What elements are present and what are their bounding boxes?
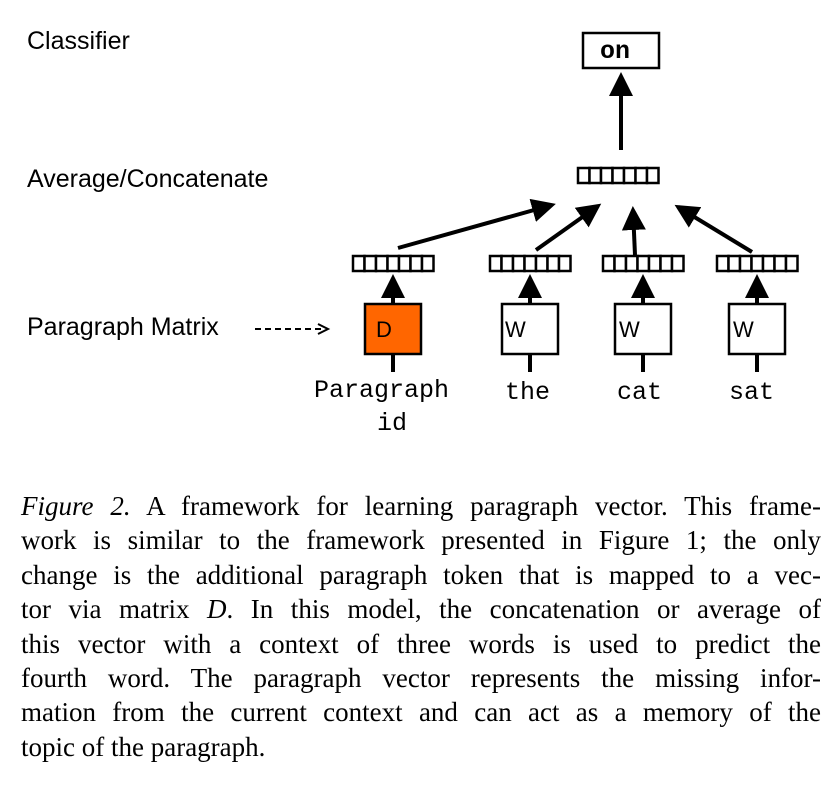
vector-cell <box>613 254 628 273</box>
input-word-sat: sat <box>729 378 775 407</box>
vector-cell <box>624 254 639 273</box>
paragraph-matrix-label: Paragraph Matrix <box>27 313 219 341</box>
output-box <box>581 31 661 70</box>
vector-cell <box>750 254 765 273</box>
word-column <box>488 254 572 372</box>
average-concatenate-label: Average/Concatenate <box>27 165 269 193</box>
paragraph-vector <box>351 254 435 273</box>
average-vector-cells <box>576 166 660 185</box>
paragraph-matrix-box <box>363 302 423 356</box>
paragraph-matrix-letter: D <box>376 317 392 342</box>
average-vector <box>576 166 660 185</box>
arrow-cat-to-average <box>621 206 646 256</box>
paragraph-column <box>351 254 435 372</box>
matrix-symbol: D <box>207 594 227 625</box>
caption-line: fourth word. The paragraph vector repres… <box>21 663 821 694</box>
vector-cell <box>738 254 753 273</box>
vector-cell <box>599 166 614 185</box>
word-column <box>601 254 685 372</box>
vector-cell <box>645 166 660 185</box>
input-word-cat: cat <box>617 378 663 407</box>
word-vector <box>488 254 572 273</box>
word-matrix-letter: W <box>505 317 526 342</box>
vector-cell <box>715 254 730 273</box>
vector-cell <box>500 254 515 273</box>
caption-line: . In this model, the concatenation or av… <box>226 594 821 625</box>
arrow-paragraph-to-average <box>397 198 556 250</box>
vector-cell <box>534 254 549 273</box>
arrow-sat-to-average <box>674 204 754 254</box>
vector-cell <box>576 166 591 185</box>
caption-line: work is similar to the framework present… <box>21 525 821 556</box>
vector-cell <box>636 254 651 273</box>
classifier-label: Classifier <box>27 27 130 55</box>
vector-cell <box>409 254 424 273</box>
vector-cell <box>601 254 616 273</box>
input-paragraph-id-line1: Paragraph <box>314 376 450 405</box>
vector-cell <box>670 254 685 273</box>
vector-cell <box>523 254 538 273</box>
word-column <box>715 254 799 372</box>
vector-cell <box>611 166 626 185</box>
vector-cell <box>773 254 788 273</box>
word-vector <box>601 254 685 273</box>
vector-cell <box>488 254 503 273</box>
vector-cell <box>784 254 799 273</box>
vector-cell <box>761 254 776 273</box>
vector-cell <box>727 254 742 273</box>
input-word-the: the <box>505 378 551 407</box>
vector-cell <box>351 254 366 273</box>
word-vector <box>715 254 799 273</box>
word-matrix-letter: W <box>733 317 754 342</box>
vector-cell <box>511 254 526 273</box>
vector-cell <box>546 254 561 273</box>
caption-line: change is the additional paragraph token… <box>21 559 821 590</box>
caption-line: topic of the paragraph. <box>21 731 266 762</box>
vector-cell <box>588 166 603 185</box>
vector-cell <box>420 254 435 273</box>
dashed-arrow-head <box>317 323 331 335</box>
caption-line: mation from the current context and can … <box>21 697 821 728</box>
vector-cell <box>386 254 401 273</box>
vector-cell <box>622 166 637 185</box>
vector-cell <box>363 254 378 273</box>
caption-line: tor via matrix <box>21 594 208 625</box>
vector-cell <box>634 166 649 185</box>
diagram-svg <box>255 31 799 372</box>
vector-cell <box>659 254 674 273</box>
output-word: on <box>600 37 631 66</box>
vector-cell <box>374 254 389 273</box>
vector-cell <box>397 254 412 273</box>
input-paragraph-id-line2: id <box>377 409 408 438</box>
word-matrix-letter: W <box>619 317 640 342</box>
caption-line: A framework for learning paragraph vecto… <box>130 491 821 521</box>
vector-cell <box>557 254 572 273</box>
caption-line: this vector with a context of three word… <box>21 628 821 659</box>
figure-caption: Figure 2. A framework for learning parag… <box>21 489 821 764</box>
vector-cell <box>647 254 662 273</box>
figure-label: Figure 2. <box>21 491 131 521</box>
arrow-the-to-average <box>534 203 602 252</box>
